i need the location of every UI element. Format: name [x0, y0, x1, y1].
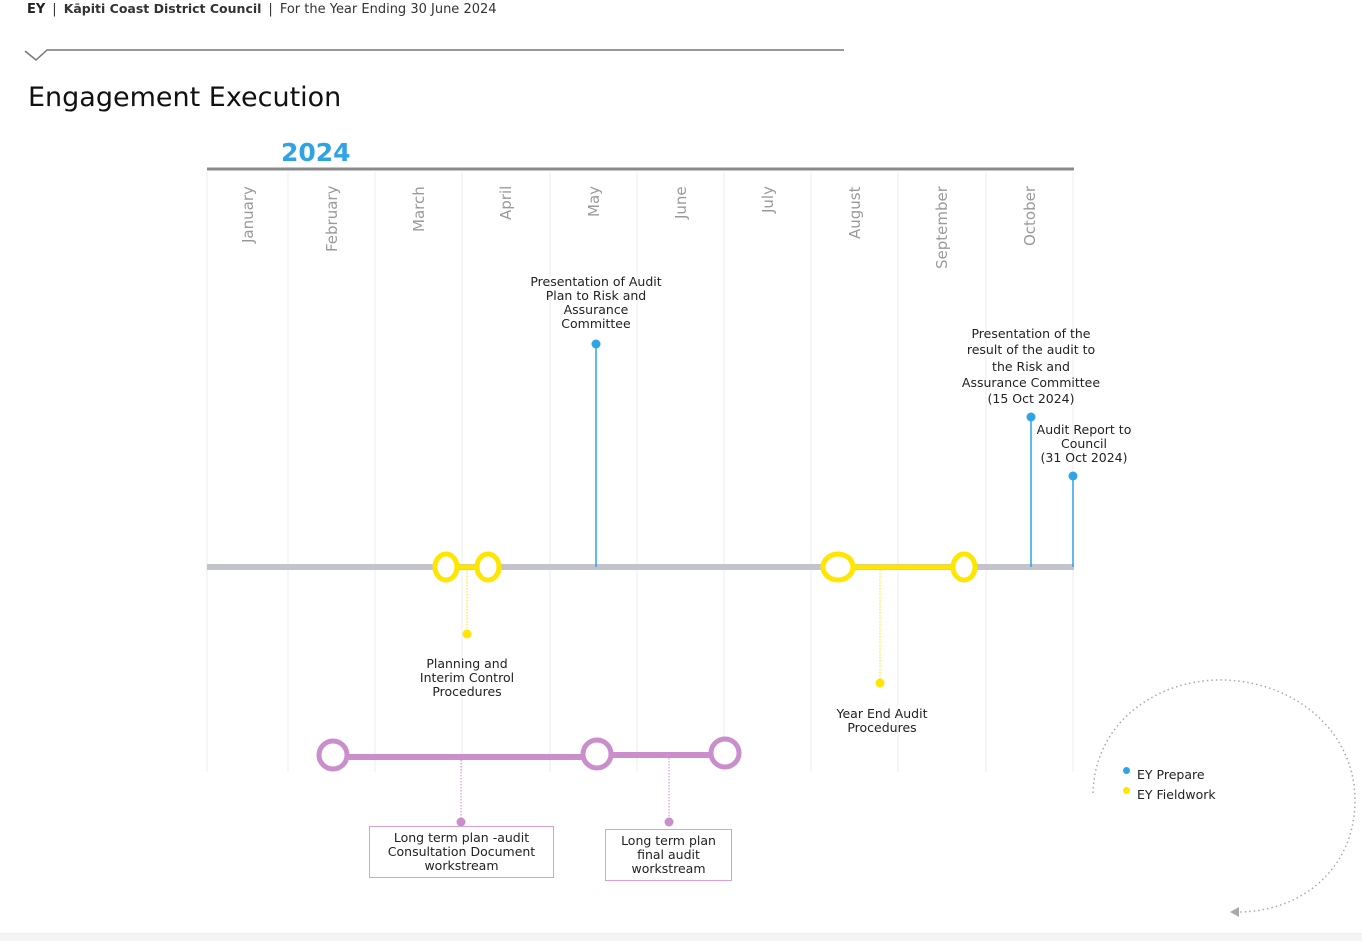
milestone-label-audit-result: Presentation of the result of the audit … [961, 326, 1101, 407]
month-label-june: June [671, 186, 690, 219]
legend: EY Prepare EY Fieldwork [1123, 764, 1216, 804]
header-separator: | [52, 2, 57, 17]
workstream-box-consultation: Long term plan -audit Consultation Docum… [369, 826, 554, 878]
fieldwork-planning-range [432, 551, 502, 639]
organization-name: Kāpiti Coast District Council [63, 1, 262, 16]
report-period: For the Year Ending 30 June 2024 [279, 2, 497, 17]
month-label-march: March [409, 186, 428, 232]
milestone-dot [1026, 412, 1036, 422]
month-label-july: July [758, 186, 777, 213]
legend-label: EY Prepare [1137, 766, 1205, 782]
milestone-audit-plan [591, 339, 601, 567]
fieldwork-year-end-range [820, 551, 978, 688]
month-label-september: September [933, 186, 951, 269]
page-footer-strip [0, 933, 1362, 941]
report-header: EY | Kāpiti Coast District Council | For the… [27, 1, 497, 17]
month-label-february: February [322, 185, 341, 252]
month-label-october: October [1020, 185, 1039, 246]
range-mid-ring [580, 737, 614, 771]
range-start-ring [432, 551, 460, 583]
workstream-dot [456, 817, 466, 827]
milestone-dot [591, 339, 601, 349]
month-label-january: January [238, 186, 257, 243]
fieldwork-dot [875, 678, 885, 688]
brand-name: EY [27, 2, 46, 17]
range-end-ring [474, 551, 502, 583]
legend-label: EY Fieldwork [1137, 786, 1216, 802]
range-start-ring [820, 551, 856, 583]
timeline-year: 2024 [281, 138, 351, 167]
month-gridlines [206, 172, 1074, 772]
workstream-range [316, 736, 742, 827]
month-label-may: May [584, 185, 603, 217]
workstream-box-final: Long term plan final audit workstream [605, 829, 732, 881]
month-label-april: April [497, 185, 515, 220]
page-title: Engagement Execution [28, 82, 342, 113]
milestone-audit-result [1026, 412, 1036, 567]
legend-item-fieldwork: EY Fieldwork [1123, 784, 1216, 804]
milestone-label-audit-report: Audit Report to Council (31 Oct 2024) [1036, 422, 1132, 465]
legend-swatch-prepare [1123, 766, 1130, 774]
milestone-label-audit-plan: Presentation of Audit Plan to Risk and A… [530, 274, 662, 331]
header-rule [24, 49, 844, 61]
header-separator: | [268, 2, 273, 17]
month-label-august: August [845, 186, 864, 240]
milestone-audit-report [1068, 471, 1078, 567]
fieldwork-label-year-end: Year End Audit Procedures [836, 706, 928, 735]
workstream-dot [664, 817, 674, 827]
fieldwork-dot [462, 629, 472, 639]
legend-swatch-fieldwork [1123, 786, 1130, 794]
range-start-ring [316, 738, 350, 772]
range-end-ring [950, 551, 978, 583]
cycle-arrow-icon [1092, 679, 1356, 917]
range-end-ring [708, 736, 742, 770]
legend-item-prepare: EY Prepare [1123, 764, 1216, 784]
milestone-dot [1068, 471, 1078, 481]
fieldwork-label-planning: Planning and Interim Control Procedures [419, 656, 515, 699]
